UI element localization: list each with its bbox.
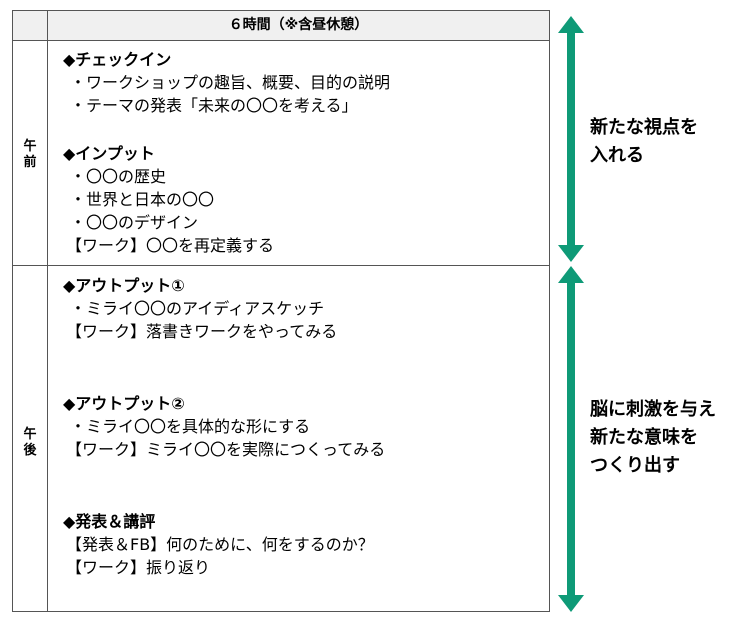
afternoon-content: ◆アウトプット① ・ミライ〇〇のアイディアスケッチ 【ワーク】落書きワークをやっ…	[48, 266, 549, 611]
checkin-title: ◆チェックイン	[63, 50, 172, 69]
afternoon-label-char-1: 午	[23, 427, 37, 442]
output2-title: ◆アウトプット②	[63, 394, 185, 413]
list-item: ・ミライ〇〇を具体的な形にする	[70, 417, 311, 436]
input-title: ◆インプット	[63, 144, 155, 163]
double-arrow-icon	[556, 16, 586, 262]
side-note-line: 入れる	[590, 145, 644, 166]
list-item: ・世界と日本の〇〇	[70, 190, 215, 209]
list-item: ・ミライ〇〇のアイディアスケッチ	[70, 299, 325, 318]
list-item: ・〇〇のデザイン	[70, 213, 199, 232]
input-work: 【ワーク】〇〇を再定義する	[66, 236, 275, 255]
morning-row: 午 前 ◆チェックイン ・ワークショップの趣旨、概要、目的の説明 ・テーマの発表…	[13, 41, 549, 266]
output1-work: 【ワーク】落書きワークをやってみる	[66, 322, 338, 341]
output1-title: ◆アウトプット①	[63, 276, 185, 295]
afternoon-label-cell: 午 後	[13, 266, 48, 611]
review-feedback: 【発表＆FB】何のために、何をするのか？	[66, 535, 374, 554]
list-item: ・〇〇の歴史	[70, 167, 167, 186]
output2-work: 【ワーク】ミライ〇〇を実際につくってみる	[66, 440, 386, 459]
side-note-line: 新たな視点を	[590, 117, 698, 138]
morning-label-cell: 午 前	[13, 41, 48, 265]
header-title: ６時間（※含昼休憩）	[228, 17, 369, 33]
schedule-table: ６時間（※含昼休憩） 午 前 ◆チェックイン ・ワークショップの趣旨、概要、目的…	[12, 10, 550, 612]
side-note-line: つくり出す	[590, 455, 680, 476]
review-title: ◆発表＆講評	[63, 512, 156, 531]
morning-content: ◆チェックイン ・ワークショップの趣旨、概要、目的の説明 ・テーマの発表「未来の…	[48, 41, 549, 265]
side-note-bottom: 脳に刺激を与え 新たな意味を つくり出す	[590, 396, 716, 480]
side-note-top: 新たな視点を 入れる	[590, 114, 698, 170]
side-note-line: 新たな意味を	[590, 427, 698, 448]
list-item: ・テーマの発表「未来の〇〇を考える」	[70, 96, 358, 115]
side-note-line: 脳に刺激を与え	[590, 399, 716, 420]
morning-label-char-1: 午	[23, 139, 37, 154]
header-corner-cell	[13, 11, 48, 40]
afternoon-label-char-2: 後	[23, 443, 37, 458]
morning-label-char-2: 前	[23, 155, 37, 170]
table-header: ６時間（※含昼休憩）	[13, 11, 549, 41]
double-arrow-icon	[556, 266, 586, 612]
afternoon-row: 午 後 ◆アウトプット① ・ミライ〇〇のアイディアスケッチ 【ワーク】落書きワー…	[13, 266, 549, 611]
list-item: ・ワークショップの趣旨、概要、目的の説明	[70, 73, 391, 92]
review-work: 【ワーク】振り返り	[66, 558, 211, 577]
